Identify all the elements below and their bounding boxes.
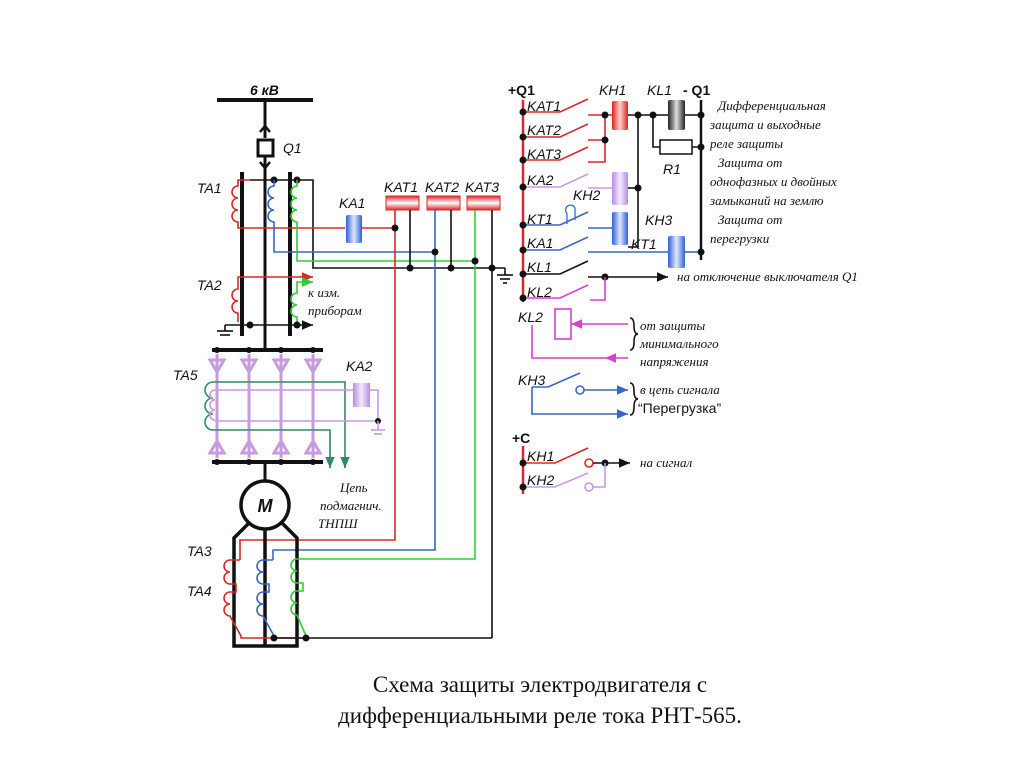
relay-kh1[interactable] <box>612 101 628 130</box>
contact-label: KL2 <box>527 284 552 300</box>
note-text: Дифференциальная <box>716 98 826 113</box>
kat3-label: KAT3 <box>465 179 499 195</box>
relay-kl2[interactable] <box>554 308 572 340</box>
to-instruments-text: к изм. <box>308 285 340 300</box>
power-circuit: 6 кВ Q1 TA1 KA1 KAT1 KAT2 KAT3 <box>173 82 513 648</box>
kt1-coil-label: KT1 <box>631 236 657 252</box>
control-circuit: +Q1 - Q1 KAT1 KAT2 KAT3 KA2 KT1 <box>508 82 858 494</box>
relay-kl1[interactable] <box>668 100 685 130</box>
to-signal-text: на сигнал <box>640 455 692 470</box>
ka1-label: KA1 <box>339 195 365 211</box>
to-instruments-text-2: приборам <box>308 303 362 318</box>
note-text: Защита от <box>718 155 782 170</box>
contact-labels: KAT1 KAT2 KAT3 KA2 KT1 KA1 KL1 KL2 <box>527 98 561 300</box>
ta5-label: TA5 <box>173 367 198 383</box>
ta4-label: TA4 <box>187 583 212 599</box>
undervoltage-text: минимального <box>639 336 719 351</box>
bias-circuit-text-2: подмагнич. <box>320 498 382 513</box>
undervoltage-text: напряжения <box>640 354 709 369</box>
relay-kat2[interactable] <box>426 195 461 211</box>
brace-icon <box>629 317 639 351</box>
contact-label: KAT2 <box>527 122 561 138</box>
ta3-label: TA3 <box>187 543 212 559</box>
ta1-label: TA1 <box>197 180 222 196</box>
q1-label: Q1 <box>283 140 302 156</box>
kl2-label: KL2 <box>518 309 543 325</box>
note-text: защита и выходные <box>709 117 821 132</box>
relay-kh2[interactable] <box>612 172 628 205</box>
function-notes: Дифференциальная защита и выходные реле … <box>709 98 837 246</box>
ground-icon <box>217 325 233 336</box>
overload-signal-text: “Перегрузка” <box>638 400 721 416</box>
ka2-label: KA2 <box>346 358 373 374</box>
kh1-label: KH1 <box>599 82 626 98</box>
ta2-green-coil <box>290 277 313 322</box>
kh1-contact-label: KH1 <box>527 448 554 464</box>
relay-kt1[interactable] <box>668 236 685 268</box>
brace-icon <box>629 382 639 416</box>
ta5-rectifier <box>207 347 323 465</box>
disconnect-icon <box>259 124 271 133</box>
bus-voltage-label: 6 кВ <box>250 82 279 98</box>
overload-signal-text: в цепь сигнала <box>640 382 720 397</box>
bias-circuit-text: Цепь <box>339 480 368 495</box>
ta1-blue-coil <box>267 180 435 253</box>
note-text: Защита от <box>718 212 782 227</box>
trip-text: на отключение выключателя Q1 <box>677 269 858 284</box>
ta1-green-coil <box>290 180 475 262</box>
undervoltage-text: от защиты <box>640 318 705 333</box>
ta3-ta4-green-coils <box>290 558 307 637</box>
kat2-label: KAT2 <box>425 179 459 195</box>
relay-ka2[interactable] <box>353 383 370 407</box>
ground-icon <box>371 421 385 435</box>
contact-label: KAT3 <box>527 146 561 162</box>
bias-circuit-text-3: ТНПШ <box>318 516 359 531</box>
plus-c-label: +C <box>512 430 530 446</box>
contact-label: KL1 <box>527 259 552 275</box>
ta3-ta4-blue-coils <box>256 559 275 637</box>
ta2-label: TA2 <box>197 277 222 293</box>
resistor-r1 <box>659 139 693 155</box>
contact-label: KA1 <box>527 235 553 251</box>
plus-q1-label: +Q1 <box>508 82 535 98</box>
note-text: реле защиты <box>709 136 783 151</box>
kh2-label: KH2 <box>573 187 600 203</box>
relay-ka1[interactable] <box>346 215 362 243</box>
kh2-contact-label: KH2 <box>527 472 554 488</box>
motor-label: M <box>258 496 274 516</box>
relay-kat1[interactable] <box>385 195 420 211</box>
caption-line-1: Схема защиты электродвигателя с <box>373 672 707 697</box>
note-text: перегрузки <box>710 231 770 246</box>
r1-label: R1 <box>663 161 681 177</box>
ta2-red-coil <box>231 272 313 322</box>
contact-label: KA2 <box>527 172 554 188</box>
caption-line-2: дифференциальными реле тока РНТ-565. <box>338 703 742 728</box>
note-text: однофазных и двойных <box>710 174 837 189</box>
contact-label: KT1 <box>527 211 553 227</box>
kh3-contact-label: KH3 <box>518 372 545 388</box>
relay-kh3[interactable] <box>612 212 628 245</box>
ground-icon <box>497 268 513 284</box>
kat1-label: KAT1 <box>384 179 418 195</box>
note-text: замыканий на землю <box>709 193 823 208</box>
ta3-ta4-red-coils <box>223 559 310 639</box>
kh3-label: KH3 <box>645 212 672 228</box>
relay-kat3[interactable] <box>466 195 501 211</box>
ta1-red-coil <box>231 179 345 229</box>
contact-junctions <box>519 108 609 302</box>
time-delay-icon <box>565 204 576 224</box>
breaker-q1[interactable] <box>256 138 275 158</box>
contact-label: KAT1 <box>527 98 561 114</box>
kl1-label: KL1 <box>647 82 672 98</box>
minus-q1-label: - Q1 <box>683 82 710 98</box>
